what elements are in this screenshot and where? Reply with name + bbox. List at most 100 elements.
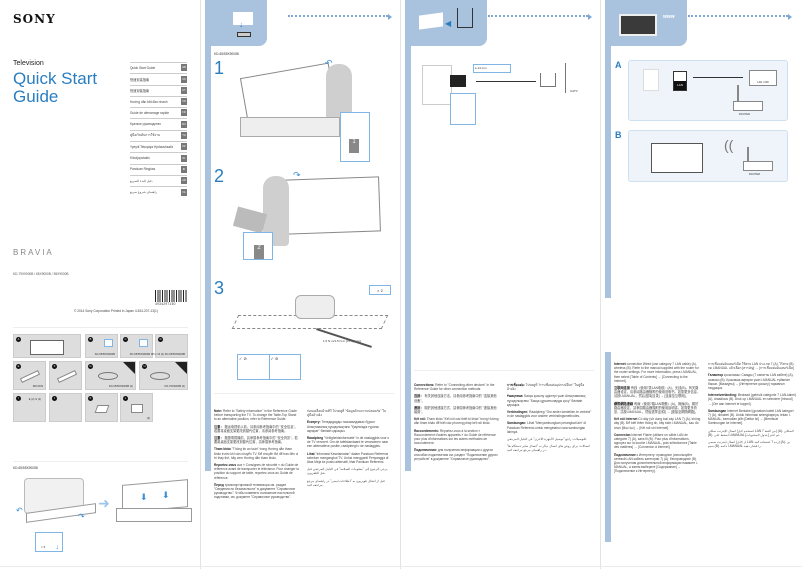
arrow-icon: ↷ <box>78 512 85 521</box>
part-i-labels: I E (2) G (2) <box>13 393 46 422</box>
language-code-tab: KZ <box>181 143 187 151</box>
part-c-stand: C KD-65/55X9000B <box>120 334 153 358</box>
divider <box>214 393 394 394</box>
part-l-holder: L (3) <box>120 393 153 422</box>
note-paragraph: اتصالات: برای روش های اتصال دیگر به "اتص… <box>507 444 590 453</box>
detail-box: 1 <box>340 112 370 162</box>
packing-icon <box>295 295 335 319</box>
torque-spec: 1.5 N·m/1.5 N·m {15 kgf·cm} <box>323 339 362 343</box>
corner-tag <box>123 362 135 374</box>
antenna-connection-illustration: ≤ 14 mm CATV <box>420 55 590 125</box>
note-paragraph: 網際網路連線 有線（使用7類LAN電纜）(A)，無線(B)。關於路由器設定，請參… <box>614 401 699 415</box>
note-paragraph: Ұшақтама: Басқа қосылу әдістері үшін Аны… <box>507 394 586 407</box>
packing-icon <box>232 206 268 234</box>
house-icon <box>540 73 556 87</box>
note-paragraph: ก่อนเคลื่อนย้ายทีวี โปรดดูที่ "ข้อมูลด้า… <box>307 409 386 418</box>
arrow-down-icon: ⬇ <box>162 490 170 500</box>
ok-icon: ✓ ⊘ <box>238 355 270 379</box>
router-icon <box>743 161 773 171</box>
part-g-cable: G KD-65/55X9000B (2) <box>85 361 136 390</box>
tv-icon <box>619 14 657 36</box>
catv-label: CATV <box>570 89 578 93</box>
option-a-label: A <box>615 60 622 70</box>
router-antenna-icon <box>737 85 739 101</box>
note-paragraph: Перед транспортировкой телевизора см. ра… <box>214 482 296 500</box>
step-tab-network: www <box>605 0 687 46</box>
correct-incorrect-box: ✓ ⊘ ✓ ⊘ <box>237 354 301 380</box>
step-number: 3 <box>214 278 225 298</box>
tv-icon <box>651 143 703 173</box>
stand-label-icon <box>139 339 148 347</box>
note-paragraph: 互联网连接 有线（使用7类LAN电缆）(A)，无线(B)。有关路由器设定，请参阅… <box>614 386 701 399</box>
note-paragraph: Ескерту: Теледидарды тасымалдамас бұрын … <box>307 420 379 433</box>
note-paragraph: Verbindingen: Raadpleeg "Om ander toeste… <box>507 410 592 419</box>
part-f-remote: F <box>49 361 82 390</box>
language-code-tab: TH <box>181 132 187 140</box>
section-bar <box>605 352 611 542</box>
notes-left-column: Connections: Refer to "Connecting other … <box>414 383 499 464</box>
cover-panel: SONY Television Quick Start Guide Quick … <box>0 0 200 569</box>
unpack-model-label: KD-65/55X9000B <box>13 466 38 470</box>
language-code-tab: VN <box>181 98 187 106</box>
fold-line <box>400 0 401 569</box>
unpacked-illustration: ⬇ ⬇ <box>114 479 194 532</box>
antenna-panel: ◀ ≤ 14 mm CATV Connections: Refer to "Co… <box>400 0 600 569</box>
rotate-arrow-icon: ↷ <box>293 170 301 180</box>
category-label: Television <box>13 60 44 67</box>
step-tab-antenna: ◀ <box>405 0 487 46</box>
language-code-tab: CT <box>181 86 187 94</box>
note-paragraph: Lihat "Informasi Keselamatan" dalam Pand… <box>307 451 389 465</box>
note-paragraph: Connections: Refer to "Connecting other … <box>414 383 495 392</box>
fold-line <box>200 0 201 569</box>
step-tab-stand: ↓ <box>205 0 267 46</box>
step1-illustration: 1 ↶ <box>239 58 380 162</box>
network-panel: www A LAN LAN / 000 ROUTER B (( ROUTER I… <box>600 0 802 569</box>
note-paragraph: Ғаламтор қосылымы: Сымды (7 санатты LAN … <box>708 373 794 391</box>
cable-icon <box>150 372 170 380</box>
stand-panel: ↓ KD-65/55X9000B 1 1 ↶ 2 2 ↷ 3 × 2 1.5 N… <box>200 0 400 569</box>
wired-connection-box: LAN LAN / 000 ROUTER <box>628 60 788 121</box>
cable-icon <box>98 372 118 380</box>
arrow-down-icon: ↓ <box>239 20 243 29</box>
note-paragraph: Kết nối: Tham khảo "Kết nối các thiết bị… <box>414 417 499 426</box>
note-paragraph: 連接： 關於其他連接方式，請參閱參考指南中的 "連接其他裝置"。 <box>414 405 497 415</box>
note-paragraph: การเชื่อมต่อ: โปรดดูที่ "การเชื่อมต่ออุป… <box>507 383 585 392</box>
note-paragraph: Sambungan Internet Berkabel (gunakan kab… <box>708 408 794 426</box>
language-code-tab: RU <box>181 120 187 128</box>
holder-icon <box>131 404 143 413</box>
remote-icon <box>56 370 78 383</box>
barcode-number: 4934297150 <box>155 302 176 306</box>
notes-right-column: การเชื่อมต่อ: โปรดดูที่ "การเชื่อมต่ออุป… <box>507 383 592 456</box>
note-paragraph: 注意： 搬运电视机以前，请参阅参考指南中的 "安全信息"。若要将桌面支架更改到替… <box>214 424 298 433</box>
tv-icon <box>30 340 64 355</box>
lan-cable-icon <box>693 77 743 78</box>
detail-box <box>450 93 476 125</box>
part-k-cloth: K <box>85 393 118 422</box>
tv-back-icon <box>643 69 659 91</box>
note-paragraph: اتصال اینترنت سیمی (از کابل LAN رده 7 اس… <box>708 440 791 449</box>
wireless-connection-box: (( ROUTER <box>628 130 788 182</box>
language-code-tab: FR <box>181 109 187 117</box>
part-a-tv: A <box>13 334 81 358</box>
corner-tag <box>175 362 187 374</box>
house-antenna-icon <box>457 8 473 28</box>
stand-icon <box>237 32 251 37</box>
language-code-tab: NL <box>181 154 187 162</box>
divider <box>13 327 188 328</box>
section-bar <box>405 46 411 471</box>
note-paragraph: Note: Refer to "Safety information" in t… <box>214 409 297 422</box>
language-code-tab: FA <box>181 188 187 196</box>
section-bar <box>205 46 211 471</box>
unpack-illustration: ↶ ↷ <box>14 478 96 530</box>
section-bar <box>605 46 611 298</box>
note-paragraph: การเชื่อมต่ออินเทอร์เน็ต ใช้สาย LAN ประเ… <box>708 362 795 371</box>
